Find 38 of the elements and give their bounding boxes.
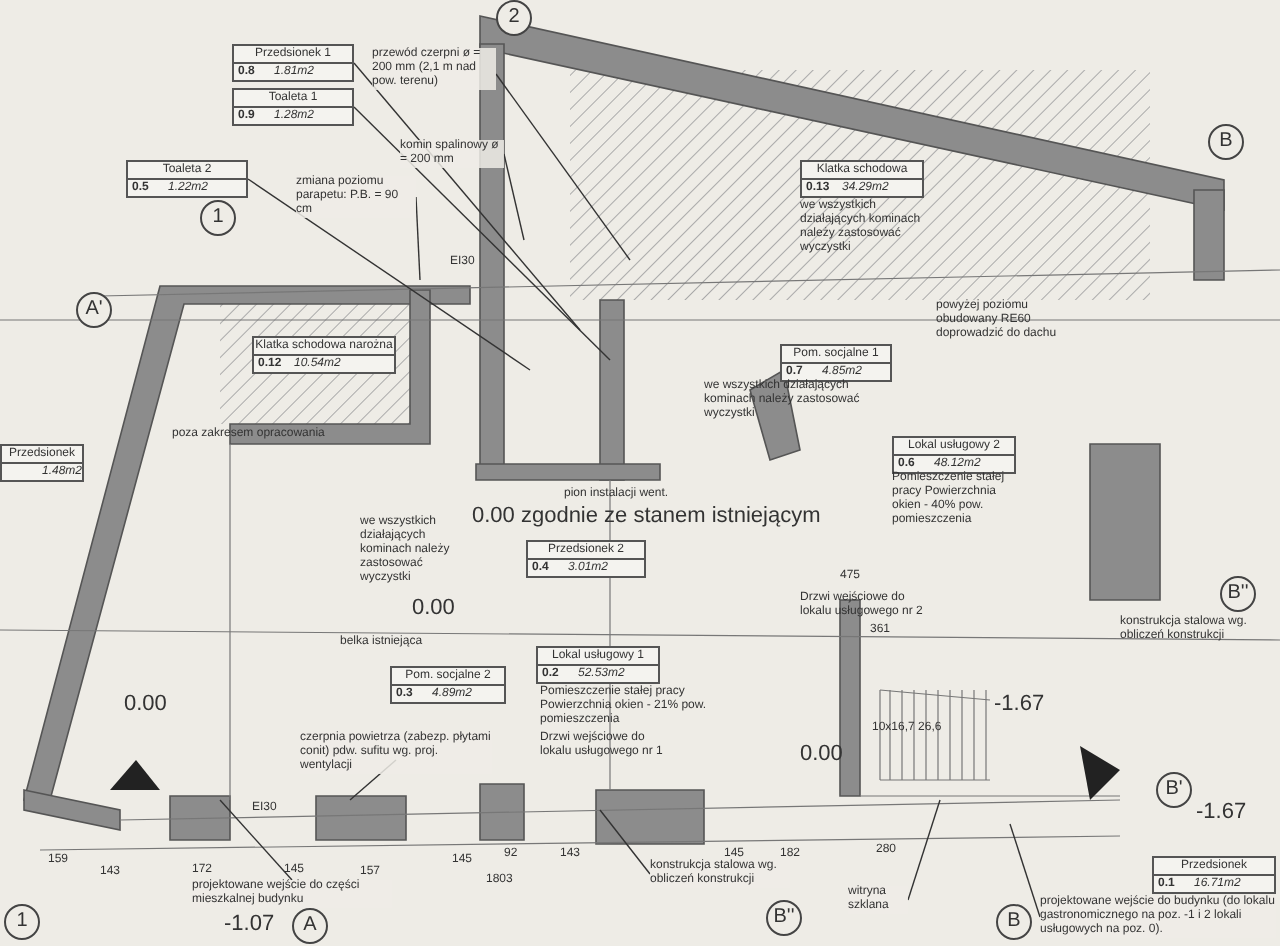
leader-line: [1009, 823, 1041, 918]
room-tag: [232, 44, 354, 82]
axis-marker: B: [996, 904, 1032, 940]
room-tag: [1152, 856, 1276, 894]
level-mark: -1.67: [994, 692, 1045, 716]
room-tag: [536, 646, 660, 684]
leader-line: [503, 153, 525, 241]
room-tag: [252, 336, 396, 374]
room-tag: [0, 444, 84, 482]
room-tag: [780, 344, 892, 382]
leader-line: [353, 62, 581, 331]
axis-marker: 1: [4, 904, 40, 940]
axis-marker: B': [1156, 772, 1192, 808]
leader-line: [353, 106, 611, 361]
room-tag: [892, 436, 1016, 474]
level-mark: 0.00 zgodnie ze stanem istniejącym: [472, 504, 821, 528]
axis-marker: B'': [1220, 576, 1256, 612]
level-mark: -1.07: [224, 912, 275, 936]
level-mark: -1.67: [1196, 800, 1247, 824]
axis-marker: 1: [200, 200, 236, 236]
axis-marker: B: [1208, 124, 1244, 160]
leader-line: [247, 178, 531, 371]
room-tag: [800, 160, 924, 198]
leader-line: [415, 196, 421, 281]
axis-marker: B'': [766, 900, 802, 936]
leader-line: [495, 73, 631, 261]
axis-marker: 2: [496, 0, 532, 36]
leader-line: [907, 799, 941, 901]
room-tag: [232, 88, 354, 126]
room-tag: [126, 160, 248, 198]
room-tag: [390, 666, 506, 704]
level-mark: 0.00: [412, 596, 455, 620]
axis-marker: A': [76, 292, 112, 328]
room-tag: [526, 540, 646, 578]
leader-line: [219, 799, 293, 881]
leader-line: [599, 809, 651, 875]
axis-marker: A: [292, 908, 328, 944]
level-mark: 0.00: [124, 692, 167, 716]
